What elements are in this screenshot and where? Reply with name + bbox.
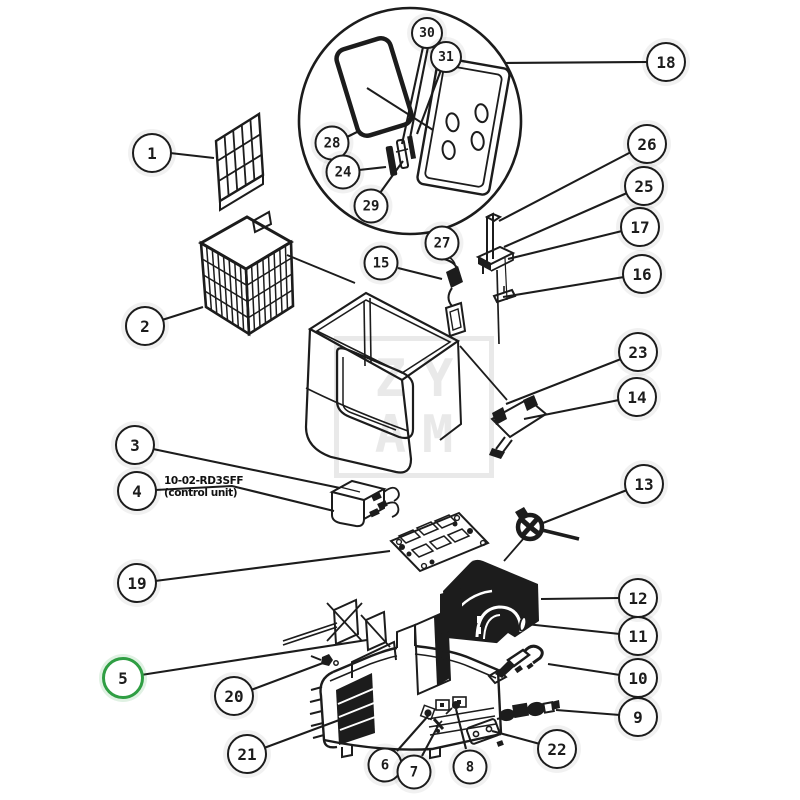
fan-motor-part bbox=[503, 507, 580, 562]
callout-27: 27 bbox=[424, 225, 460, 261]
circuit-board-part bbox=[389, 511, 490, 573]
callout-15: 15 bbox=[363, 245, 399, 281]
callout-8: 8 bbox=[452, 749, 488, 785]
vent-grille-part bbox=[214, 111, 265, 212]
door-hinge-part bbox=[496, 700, 560, 722]
callout-4: 4 bbox=[117, 471, 157, 511]
part-note: 10-02-RD3SFF (control unit) bbox=[164, 475, 254, 499]
callout-25: 25 bbox=[624, 166, 664, 206]
detail-bubble bbox=[297, 6, 523, 236]
callout-11: 11 bbox=[618, 616, 658, 656]
callout-10: 10 bbox=[618, 658, 658, 698]
callout-14: 14 bbox=[617, 377, 657, 417]
callout-1: 1 bbox=[132, 133, 172, 173]
callout-30: 30 bbox=[411, 17, 443, 49]
lid-hinge-part bbox=[489, 395, 548, 459]
callout-16: 16 bbox=[622, 254, 662, 294]
callout-20: 20 bbox=[214, 676, 254, 716]
callout-22: 22 bbox=[537, 729, 577, 769]
callout-23: 23 bbox=[618, 332, 658, 372]
callout-31: 31 bbox=[430, 41, 462, 73]
wire-basket-part bbox=[197, 210, 356, 337]
callout-13: 13 bbox=[624, 464, 664, 504]
cabinet-tub-part bbox=[304, 291, 508, 474]
leader-lines bbox=[140, 46, 649, 757]
mounting-bracket-part bbox=[475, 212, 517, 345]
callout-3: 3 bbox=[115, 425, 155, 465]
callout-2: 2 bbox=[125, 306, 165, 346]
callout-29: 29 bbox=[353, 188, 389, 224]
part-desc: (control unit) bbox=[164, 487, 238, 499]
latch-part bbox=[487, 644, 544, 685]
callout-7: 7 bbox=[396, 754, 432, 790]
callout-26: 26 bbox=[627, 124, 667, 164]
callout-9: 9 bbox=[618, 697, 658, 737]
callout-5: 5 bbox=[102, 657, 144, 699]
part-code: 10-02-RD3SFF bbox=[164, 475, 244, 487]
lower-housing-part bbox=[282, 588, 503, 760]
callout-21: 21 bbox=[227, 734, 267, 774]
callout-18: 18 bbox=[646, 42, 686, 82]
thermostat-part bbox=[444, 255, 467, 338]
mounting-plate-part bbox=[466, 718, 504, 747]
callout-17: 17 bbox=[620, 207, 660, 247]
callout-12: 12 bbox=[618, 578, 658, 618]
callout-24: 24 bbox=[325, 154, 361, 190]
control-unit-part bbox=[329, 479, 400, 528]
callout-19: 19 bbox=[117, 563, 157, 603]
